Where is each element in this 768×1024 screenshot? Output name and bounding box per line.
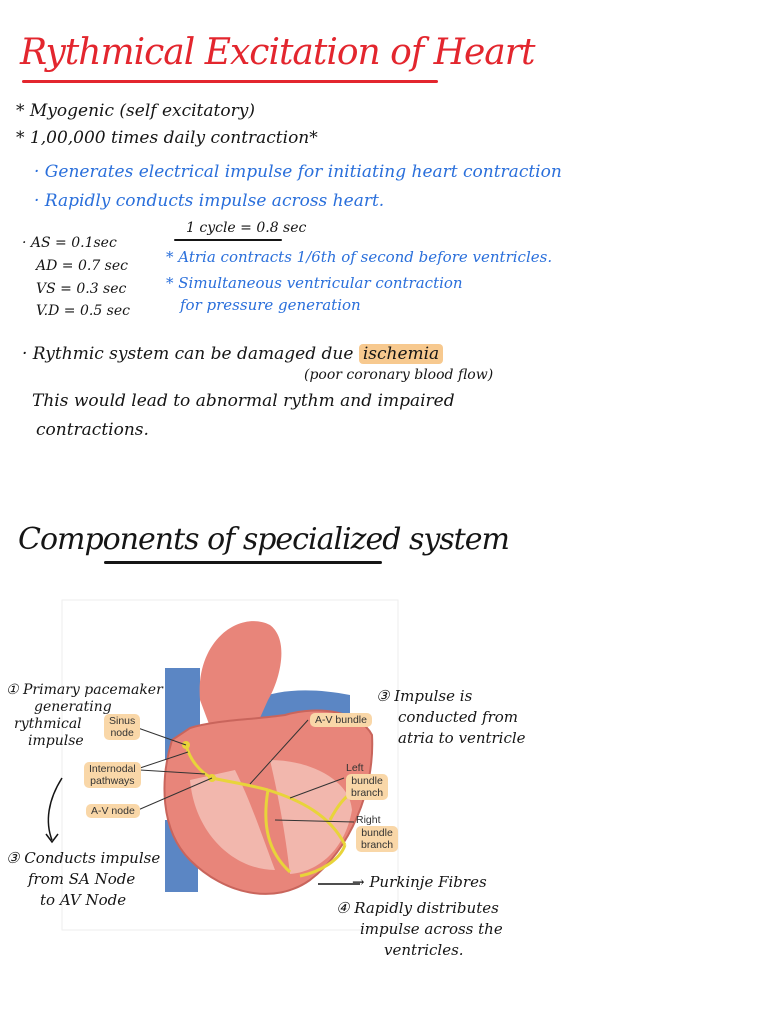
leader-internodal-2 [139,769,206,775]
leader-right [274,819,355,823]
note-rhythmic-system: · Rythmic system can be damaged due isch… [22,344,444,364]
note-ad: AD = 0.7 sec [36,258,128,274]
annotation-purkinje: → Purkinje Fibres [352,873,487,891]
label-av-bundle: A-V bundle [310,713,372,727]
leader-lines [137,719,355,823]
rapidly-line3: ventricles. [384,941,464,959]
cycle-underline [174,239,282,241]
label-left-prefix: Left [346,762,364,774]
note-poor-flow: (poor coronary blood flow) [304,367,494,383]
left-bundle-path [267,788,347,846]
leader-internodal [139,751,189,769]
arrow-down [47,777,63,841]
note-simultaneous: * Simultaneous ventricular contraction [166,274,463,292]
label-right-prefix: Right [356,814,381,826]
label-left-bundle-box: bundle branch [346,774,389,800]
note-daily-contraction: * 1,00,000 times daily contraction* [16,128,318,148]
label-right-bundle-box: bundle branch [356,826,399,852]
primary-line4: impulse [28,733,84,749]
note-atria-contracts: * Atria contracts 1/6th of second before… [166,248,553,266]
purkinje-path-1 [299,844,347,878]
annotation-conducts-sa-av: ③ Conducts impulse from SA Node to AV No… [6,848,160,911]
label-right-line2: branch [361,839,394,851]
note-generates-impulse: · Generates electrical impulse for initi… [34,162,562,182]
conducts-sa-line2: from SA Node [28,870,136,888]
right-bundle-path [264,789,292,874]
note-contractions: contractions. [36,420,149,440]
label-av-node: A-V node [86,804,140,818]
note-would-lead: This would lead to abnormal rythm and im… [32,391,455,411]
left-ventricle [270,760,352,874]
aorta [199,621,282,740]
leader-avnode [137,777,213,811]
ischemia-highlight: ischemia [358,344,444,364]
label-internodal-pathways: Internodal pathways [84,762,141,788]
note-vs: VS = 0.3 sec [36,281,127,297]
section-title-components: Components of specialized system [18,522,510,557]
note-pressure: for pressure generation [180,296,361,314]
leader-left [289,777,345,799]
note-as: · AS = 0.1sec [22,235,117,251]
label-left-line1: bundle [351,775,383,787]
conducted-line1: ③ Impulse is [376,687,473,705]
label-internodal-line2: pathways [90,775,135,787]
rhythmic-prefix: · Rythmic system can be damaged due [22,344,354,364]
annotation-primary-pacemaker: ① Primary pacemaker generating rythmical… [6,682,163,750]
label-internodal-line1: Internodal [89,763,136,775]
arrow-down-head [45,833,59,844]
conducted-line3: atria to ventricle [398,729,526,747]
conducts-sa-line1: ③ Conducts impulse [6,849,161,867]
leader-sinus [137,727,187,746]
label-right-bundle: Right bundle branch [356,814,399,852]
label-left-line2: branch [351,787,384,799]
note-conducts-impulse: · Rapidly conducts impulse across heart. [34,191,385,211]
label-sinus-line1: Sinus [109,715,136,727]
conduction-system [184,744,357,878]
right-ventricle [190,770,275,870]
diagram-frame [61,599,399,931]
annotation-rapidly-distributes: ④ Rapidly distributes impulse across the… [336,898,503,961]
av-bundle-path [211,776,269,792]
title-underline [22,80,438,83]
annotation-impulse-conducted: ③ Impulse is conducted from atria to ven… [376,686,526,749]
rapidly-line1: ④ Rapidly distributes [336,899,499,917]
primary-line1: ① Primary pacemaker [6,682,163,698]
primary-line3: rythmical [14,716,82,732]
conducted-line2: conducted from [398,708,519,726]
note-vd: V.D = 0.5 sec [36,303,130,319]
leader-avbundle [249,719,309,785]
section-title-underline [104,561,382,564]
label-sinus-line2: node [110,727,134,739]
page-title: Rythmical Excitation of Heart [20,32,535,73]
rapidly-line2: impulse across the [360,920,503,938]
label-left-bundle: Left bundle branch [346,762,389,800]
primary-line2: generating [34,699,112,715]
note-myogenic: * Myogenic (self excitatory) [16,101,255,121]
label-right-line1: bundle [361,827,393,839]
note-cycle: 1 cycle = 0.8 sec [186,220,307,236]
conducts-sa-line3: to AV Node [40,891,127,909]
label-sinus-node: Sinus node [104,714,141,740]
